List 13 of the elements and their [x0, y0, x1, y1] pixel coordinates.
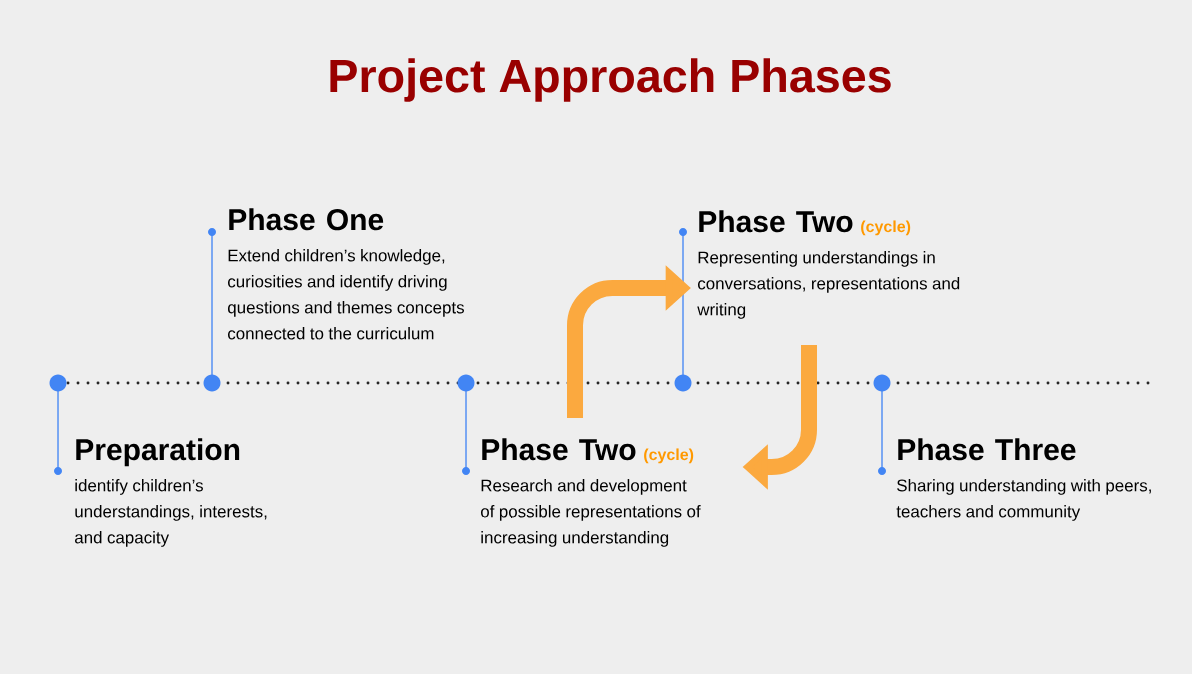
- phase-description: identify children’s understandings, interests, and capacity: [75, 479, 267, 547]
- title: Project Approach Phases: [330, 58, 891, 102]
- phase-description: Research and development of possible representations of increasing understanding: [481, 479, 701, 547]
- phase-heading: Phase One: [229, 208, 384, 231]
- phase-description: Extend children’s knowledge, curiosities and identify driving questions and themes concepts connected to the curriculum: [228, 249, 464, 340]
- phase-description: Representing understandings in conversations, representations and writing: [697, 251, 960, 319]
- phase-heading: Phase Three: [898, 438, 1076, 461]
- phase-heading: Phase Two: [482, 438, 636, 461]
- cycle-label: (cycle): [861, 220, 911, 236]
- phase-description: Sharing understanding with peers, teachers and community: [896, 479, 1151, 521]
- phase-heading: Phase Two: [699, 210, 853, 233]
- cycle-label: (cycle): [644, 448, 694, 464]
- phase-heading: Preparation: [76, 438, 240, 467]
